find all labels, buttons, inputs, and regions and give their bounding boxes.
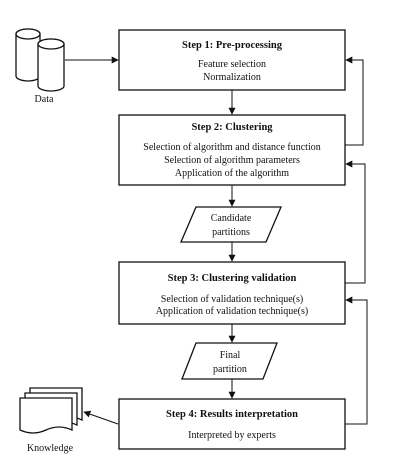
candidate-partitions-line-2: partitions <box>212 227 250 238</box>
feedback-step3-to-step2 <box>345 160 366 284</box>
data-label: Data <box>35 94 54 105</box>
step-3-box: Step 3: Clustering validation Selection … <box>118 261 346 325</box>
step-1-line-1: Feature selection <box>198 59 266 70</box>
step-4-line-1: Interpreted by experts <box>188 430 276 441</box>
step-1-title: Step 1: Pre-processing <box>182 40 283 51</box>
final-partition-parallelogram: Final partition <box>181 342 278 380</box>
step-4-box: Step 4: Results interpretation Interpret… <box>118 398 346 450</box>
step-1-box: Step 1: Pre-processing Feature selection… <box>118 29 346 91</box>
feedback-step2-to-step1 <box>345 56 364 146</box>
candidate-partitions-line-1: Candidate <box>211 213 252 224</box>
step-2-line-2: Selection of algorithm parameters <box>164 155 300 166</box>
step-2-line-3: Application of the algorithm <box>175 168 289 179</box>
feedback-step4-to-step3 <box>345 296 368 425</box>
step-2-line-1: Selection of algorithm and distance func… <box>143 142 320 153</box>
final-partition-line-1: Final <box>220 350 241 361</box>
step-3-line-1: Selection of validation technique(s) <box>161 294 303 305</box>
documents-icon <box>19 387 83 434</box>
arrow-step4-to-knowledge <box>83 410 119 425</box>
knowledge-label: Knowledge <box>27 443 74 454</box>
step-3-line-2: Application of validation technique(s) <box>156 306 308 317</box>
step-1-line-2: Normalization <box>203 72 261 83</box>
candidate-partitions-parallelogram: Candidate partitions <box>180 206 282 243</box>
step-3-title: Step 3: Clustering validation <box>168 273 297 284</box>
step-2-title: Step 2: Clustering <box>191 122 273 133</box>
database-icon <box>15 28 65 92</box>
final-partition-line-2: partition <box>213 364 247 375</box>
step-4-title: Step 4: Results interpretation <box>166 409 298 420</box>
step-2-box: Step 2: Clustering Selection of algorith… <box>118 114 346 186</box>
